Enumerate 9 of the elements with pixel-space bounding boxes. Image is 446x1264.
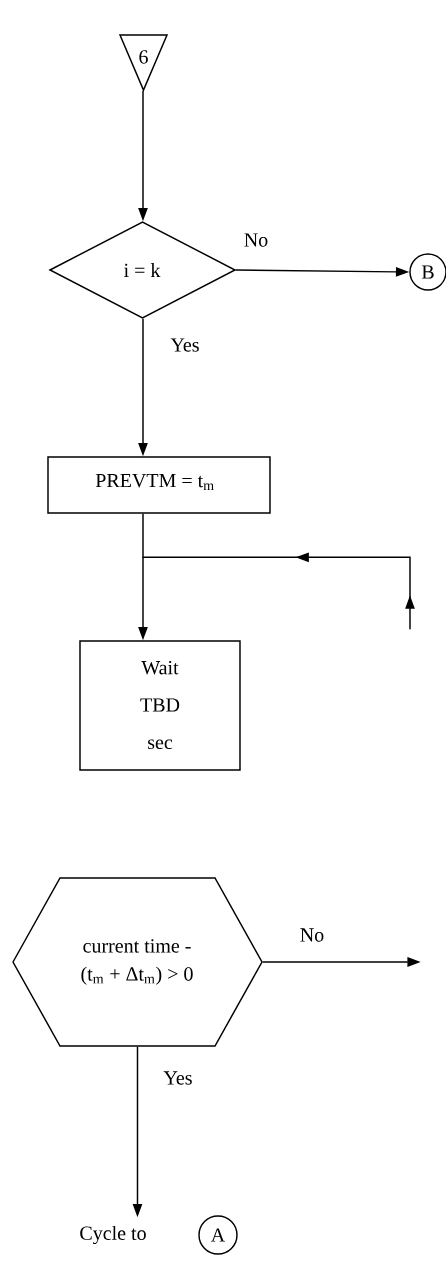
process-box: PREVTM = t$_{m}$ bbox=[47, 456, 271, 514]
edge-label: No bbox=[298, 927, 326, 943]
edge-label: No bbox=[242, 232, 270, 248]
edge-label: Yes bbox=[162, 1070, 194, 1086]
terminal-text: Cycle to bbox=[80, 1225, 146, 1245]
edge-label: Yes bbox=[169, 337, 201, 353]
decision-hexagon: current time - (t$_{m}$ + Δt$_{m}$) > 0 bbox=[12, 877, 263, 1047]
process-box: Wait TBD sec bbox=[79, 640, 241, 771]
arrow bbox=[142, 552, 415, 630]
